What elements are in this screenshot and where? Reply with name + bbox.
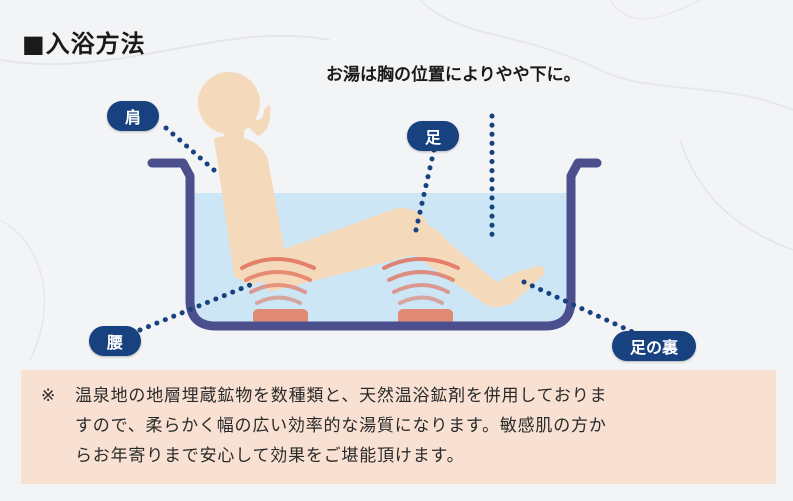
note-mark: ※: [41, 386, 57, 406]
water-level-caption: お湯は胸の位置によりやや下に。: [326, 65, 581, 85]
jet-waves: [240, 257, 460, 305]
seat-pad-back: [253, 309, 308, 325]
label-shoulder: 肩: [107, 101, 159, 131]
page-title: ■入浴方法: [22, 30, 146, 58]
note-line-2: すので、柔らかく幅の広い効率的な湯質になります。敏感肌の方か: [75, 416, 607, 436]
note-line-1: 温泉地の地層埋蔵鉱物を数種類と、天然温浴鉱剤を併用しておりま: [75, 386, 608, 406]
label-waist: 腰: [89, 326, 141, 356]
label-foot: 足: [407, 121, 459, 151]
note-line-3: らお年寄りまで安心して効果をご堪能頂けます。: [75, 446, 465, 466]
leader-lines: [137, 113, 653, 343]
seat-pad-front: [398, 309, 453, 325]
bathtub: [147, 158, 602, 331]
note-box: ※ 温泉地の地層埋蔵鉱物を数種類と、天然温浴鉱剤を併用しておりま すので、柔らか…: [21, 370, 776, 484]
label-sole: 足の裏: [612, 331, 696, 361]
